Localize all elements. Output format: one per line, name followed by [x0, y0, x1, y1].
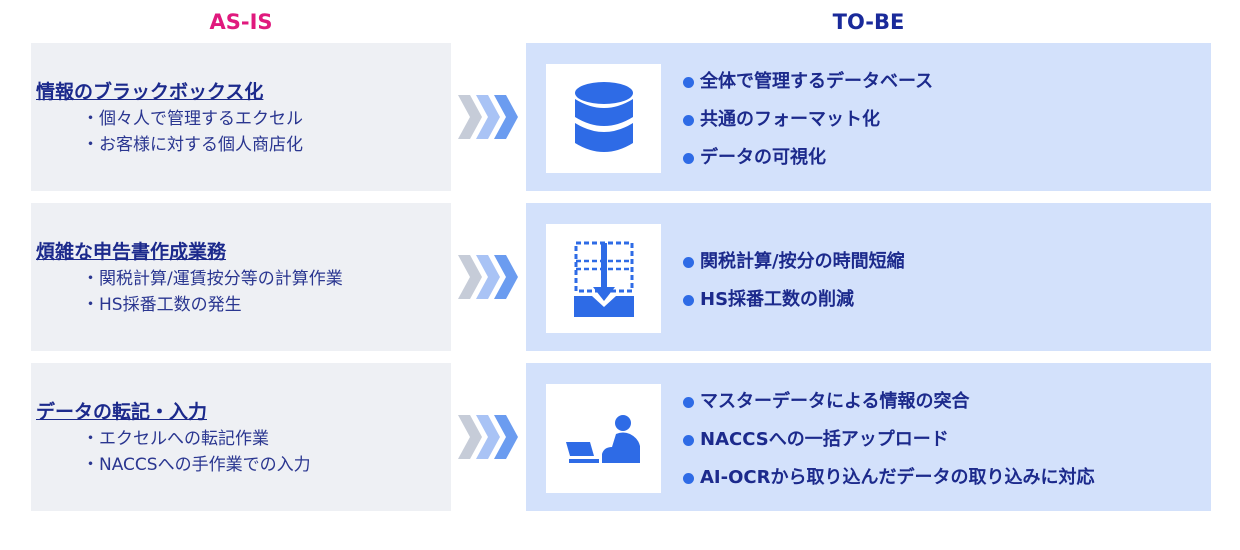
to-be-list: マスターデータによる情報の突合 NACCSへの一括アップロード AI-OCRから… — [683, 383, 1094, 497]
as-is-box: データの転記・入力 ・エクセルへの転記作業 ・NACCSへの手作業での入力 — [31, 363, 451, 511]
chevron-arrows-icon — [458, 415, 518, 459]
icon-box — [546, 64, 661, 173]
chevron-arrows-icon — [458, 95, 518, 139]
to-be-box: マスターデータによる情報の突合 NACCSへの一括アップロード AI-OCRから… — [526, 363, 1211, 511]
to-be-item: 全体で管理するデータベース — [683, 63, 933, 101]
to-be-text: NACCSへの一括アップロード — [700, 429, 949, 450]
to-be-list: 全体で管理するデータベース 共通のフォーマット化 データの可視化 — [683, 63, 933, 177]
database-icon — [574, 81, 633, 152]
as-is-title: 情報のブラックボックス化 — [36, 81, 264, 103]
bullet-icon — [683, 434, 694, 446]
to-be-item: HS採番工数の削減 — [683, 281, 905, 319]
to-be-item: AI-OCRから取り込んだデータの取り込みに対応 — [683, 459, 1094, 497]
to-be-text: データの可視化 — [700, 147, 826, 168]
as-is-title: 煩雑な申告書作成業務 — [36, 241, 227, 263]
as-is-item: ・エクセルへの転記作業 — [82, 429, 269, 449]
bullet-icon — [683, 152, 694, 164]
bullet-icon — [683, 396, 694, 408]
to-be-item: 関税計算/按分の時間短縮 — [683, 243, 905, 281]
to-be-box: 関税計算/按分の時間短縮 HS採番工数の削減 — [526, 203, 1211, 351]
as-is-item: ・関税計算/運賃按分等の計算作業 — [82, 269, 343, 289]
as-is-title: データの転記・入力 — [36, 401, 208, 423]
bullet-icon — [683, 256, 694, 268]
to-be-box: 全体で管理するデータベース 共通のフォーマット化 データの可視化 — [526, 43, 1211, 191]
as-is-item: ・NACCSへの手作業での入力 — [82, 455, 311, 475]
as-is-box: 情報のブラックボックス化 ・個々人で管理するエクセル ・お客様に対する個人商店化 — [31, 43, 451, 191]
as-is-item: ・個々人で管理するエクセル — [82, 109, 303, 129]
as-is-heading: AS-IS — [209, 10, 273, 34]
chevron-arrows-icon — [458, 255, 518, 299]
to-be-list: 関税計算/按分の時間短縮 HS採番工数の削減 — [683, 243, 905, 319]
to-be-item: 共通のフォーマット化 — [683, 101, 933, 139]
bullet-icon — [683, 472, 694, 484]
bullet-icon — [683, 76, 694, 88]
to-be-text: AI-OCRから取り込んだデータの取り込みに対応 — [700, 467, 1095, 488]
to-be-item: マスターデータによる情報の突合 — [683, 383, 1094, 421]
as-is-item: ・HS採番工数の発生 — [82, 295, 242, 315]
to-be-text: HS採番工数の削減 — [700, 289, 855, 310]
bullet-icon — [683, 114, 694, 126]
person-computer-icon — [565, 414, 640, 463]
to-be-text: 関税計算/按分の時間短縮 — [700, 251, 905, 272]
as-is-item: ・お客様に対する個人商店化 — [82, 135, 303, 155]
import-data-icon — [573, 241, 634, 317]
to-be-heading: TO-BE — [832, 10, 905, 34]
to-be-item: データの可視化 — [683, 139, 933, 177]
to-be-item: NACCSへの一括アップロード — [683, 421, 1094, 459]
to-be-text: マスターデータによる情報の突合 — [700, 391, 970, 412]
icon-box — [546, 224, 661, 333]
bullet-icon — [683, 294, 694, 306]
to-be-text: 全体で管理するデータベース — [700, 71, 934, 92]
to-be-text: 共通のフォーマット化 — [700, 109, 880, 130]
icon-box — [546, 384, 661, 493]
as-is-box: 煩雑な申告書作成業務 ・関税計算/運賃按分等の計算作業 ・HS採番工数の発生 — [31, 203, 451, 351]
